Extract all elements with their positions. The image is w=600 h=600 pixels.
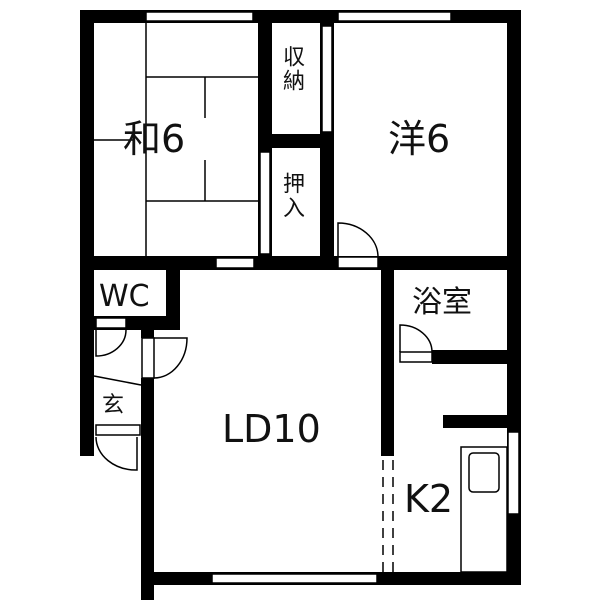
room-label-bath: 浴室	[412, 285, 472, 320]
room-label-entrance: 玄	[102, 393, 125, 418]
room-label-youshitsu: 洋6	[388, 117, 451, 161]
sliding-doors	[259, 25, 333, 255]
tatami	[94, 23, 258, 256]
room-label-wc: WC	[99, 279, 150, 314]
kitchen-fixtures	[382, 446, 508, 573]
room-label-ld: LD10	[222, 407, 321, 451]
swing-doors	[93, 222, 433, 471]
room-label-washitsu: 和6	[123, 117, 186, 161]
windows	[145, 11, 520, 584]
room-label-storage: 収納	[279, 45, 304, 93]
room-label-closet: 押入	[279, 172, 304, 220]
room-label-kitchen: K2	[404, 477, 454, 521]
